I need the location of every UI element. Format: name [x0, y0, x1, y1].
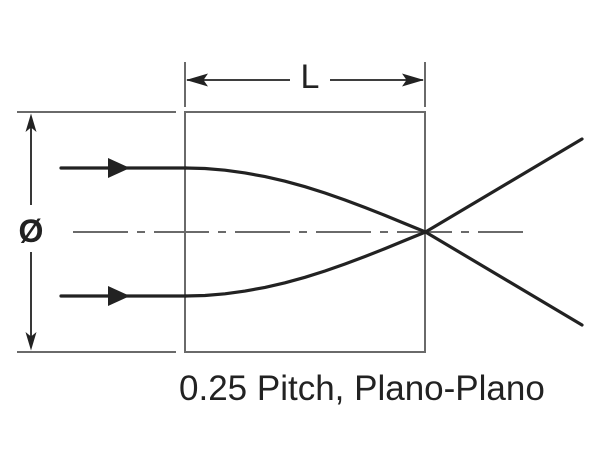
- output-ray-bottom: [423, 230, 584, 327]
- diameter-dimension-arrowhead-top: [25, 113, 37, 132]
- input-ray-arrowhead-top: [108, 158, 130, 178]
- input-ray-arrowhead-bottom: [108, 286, 130, 306]
- figure-caption: 0.25 Pitch, Plano-Plano: [179, 369, 545, 408]
- lens-ray-curve-bottom: [183, 230, 428, 298]
- length-dimension-arrowhead-right: [402, 73, 424, 87]
- output-ray-top: [423, 137, 584, 234]
- diameter-dimension-arrowhead-bottom: [25, 332, 37, 351]
- diameter-symbol: Ø: [19, 213, 44, 249]
- lens-ray-curve-top: [183, 166, 428, 234]
- length-dimension-label: L: [301, 58, 320, 96]
- length-dimension-arrowhead-left: [186, 73, 208, 87]
